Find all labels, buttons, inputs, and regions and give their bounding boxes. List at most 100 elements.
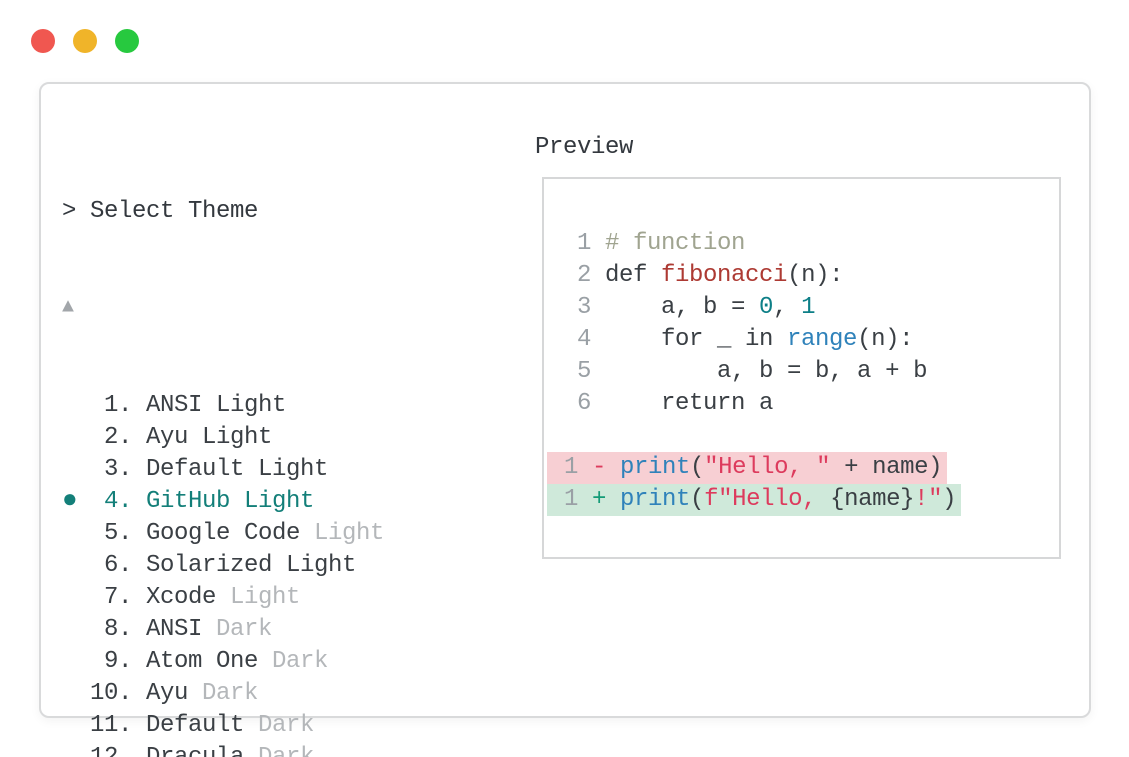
item-number: 4. <box>76 488 147 515</box>
code-token-pl: {name} <box>830 486 915 513</box>
selected-bullet-icon: ● <box>62 485 78 515</box>
code-token-pl: ( <box>690 486 705 513</box>
item-name-dim: Light <box>300 520 385 547</box>
code-token-pl: , <box>773 294 802 321</box>
code-token-ln: 6 <box>577 390 606 417</box>
item-number: 6. <box>76 552 147 579</box>
item-name: Dracula <box>146 744 244 757</box>
item-name-dim: Dark <box>244 712 315 739</box>
palette-header: > Select Theme <box>62 196 888 228</box>
code-line: 2 def fibonacci(n): <box>544 260 961 292</box>
theme-list-item[interactable]: 3. Default Light <box>62 452 888 484</box>
code-token-pl: return a <box>605 390 774 417</box>
item-marker-space <box>62 388 76 420</box>
item-name: Ayu Light <box>146 424 273 451</box>
item-name: ANSI Light <box>146 392 287 419</box>
code-line: 1 + print(f"Hello, {name}!") <box>544 484 962 516</box>
item-marker-space <box>62 580 76 612</box>
item-number: 3. <box>76 456 147 483</box>
code-token-pl: (n): <box>857 326 914 353</box>
item-marker-space <box>62 676 76 708</box>
theme-list-item[interactable]: 7. Xcode Light <box>62 580 888 612</box>
palette-title: Select Theme <box>90 198 259 225</box>
code-token-ln: 2 <box>577 262 606 289</box>
code-token-add: + <box>592 486 621 513</box>
preview-label: Preview <box>535 134 634 161</box>
theme-list-item[interactable]: 5. Google Code Light <box>62 516 888 548</box>
code-token-call: range <box>787 326 858 353</box>
item-number: 11. <box>76 712 147 739</box>
prompt-chevron-icon: > <box>62 198 91 225</box>
item-number: 9. <box>76 648 147 675</box>
code-token-ln: 1 <box>577 230 606 257</box>
theme-list-item[interactable]: 12. Dracula Dark <box>62 740 888 757</box>
theme-list: 1. ANSI Light 2. Ayu Light 3. Default Li… <box>62 388 888 757</box>
scroll-up-icon[interactable]: ▲ <box>62 296 74 319</box>
close-button[interactable] <box>31 29 55 53</box>
code-token-com: # function <box>605 230 746 257</box>
theme-list-item[interactable]: 10. Ayu Dark <box>62 676 888 708</box>
code-token-call: print <box>620 454 691 481</box>
code-token-ln: 3 <box>577 294 606 321</box>
theme-list-item[interactable]: 11. Default Dark <box>62 708 888 740</box>
item-number: 2. <box>76 424 147 451</box>
code-token-ln: 1 <box>564 454 593 481</box>
item-marker-space <box>62 708 76 740</box>
item-name-dim: Dark <box>202 616 273 643</box>
item-name: Ayu <box>146 680 189 707</box>
code-token-ln: 5 <box>577 358 606 385</box>
item-name: Xcode <box>146 584 217 611</box>
code-token-pl: (n): <box>787 262 844 289</box>
item-number: 1. <box>76 392 147 419</box>
item-name: Google Code <box>146 520 301 547</box>
code-token-pl: a, b = b, a + b <box>605 358 928 385</box>
code-line: 6 return a <box>544 388 961 420</box>
item-name: Default <box>146 712 245 739</box>
code-token-ln: 4 <box>577 326 606 353</box>
zoom-button[interactable] <box>115 29 139 53</box>
item-name: GitHub Light <box>146 488 315 515</box>
item-marker-space <box>62 740 76 757</box>
item-marker-space <box>62 516 76 548</box>
code-token-pl: ( <box>690 454 705 481</box>
code-token-pl: a, b = <box>605 294 760 321</box>
code-token-pl: ) <box>942 486 957 513</box>
item-name: Default Light <box>146 456 329 483</box>
code-line: 1 - print("Hello, " + name) <box>544 452 961 484</box>
window-controls <box>31 29 139 53</box>
theme-list-item[interactable]: ● 4. GitHub Light <box>62 484 888 516</box>
code-line: 5 a, b = b, a + b <box>544 356 961 388</box>
item-number: 7. <box>76 584 147 611</box>
item-marker-space <box>62 452 76 484</box>
item-name: Atom One <box>146 648 259 675</box>
item-name-dim: Dark <box>188 680 259 707</box>
code-token-num: 0 <box>759 294 774 321</box>
blank-line <box>577 422 591 449</box>
code-token-fn: fibonacci <box>661 262 788 289</box>
code-token-pl: def <box>605 262 662 289</box>
theme-list-item[interactable]: 2. Ayu Light <box>62 420 888 452</box>
item-marker-space <box>62 548 76 580</box>
code-token-str: !" <box>914 486 943 513</box>
theme-list-item[interactable]: 6. Solarized Light <box>62 548 888 580</box>
code-line: 4 for _ in range(n): <box>544 324 961 356</box>
theme-list-item[interactable]: 8. ANSI Dark <box>62 612 888 644</box>
code-token-str: "Hello, " <box>704 454 831 481</box>
code-token-del: - <box>592 454 621 481</box>
code-token-pl: + name) <box>830 454 943 481</box>
code-token-pl: for _ in <box>605 326 788 353</box>
item-number: 5. <box>76 520 147 547</box>
item-number: 10. <box>76 680 147 707</box>
theme-list-item[interactable]: 1. ANSI Light <box>62 388 888 420</box>
item-marker-space <box>62 612 76 644</box>
code-token-num: 1 <box>801 294 816 321</box>
minimize-button[interactable] <box>73 29 97 53</box>
item-name: ANSI <box>146 616 203 643</box>
item-marker-space <box>62 420 76 452</box>
item-number: 12. <box>76 744 146 757</box>
code-line: 3 a, b = 0, 1 <box>544 292 961 324</box>
code-line <box>544 420 961 452</box>
theme-list-item[interactable]: 9. Atom One Dark <box>62 644 888 676</box>
item-name: Solarized Light <box>146 552 357 579</box>
